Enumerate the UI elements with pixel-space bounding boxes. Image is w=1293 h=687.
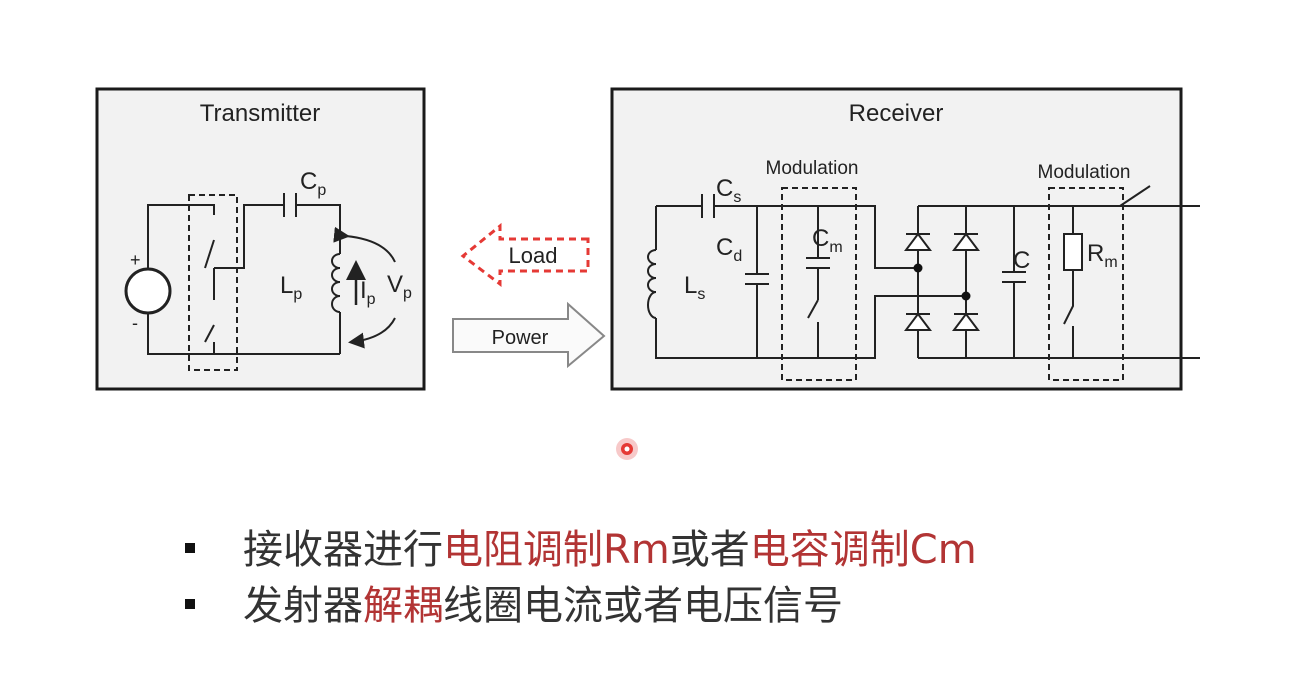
modulation-label-1: Modulation (766, 158, 859, 179)
output-switch-icon (1119, 185, 1200, 359)
cs-capacitor-icon (701, 194, 715, 218)
rm-wires (1063, 206, 1074, 358)
voltage-source-icon (124, 267, 172, 315)
transmitter-title: Transmitter (200, 100, 320, 127)
cd-label: Cd (716, 234, 742, 265)
bullet-highlight: 电容调制Cm (749, 527, 977, 573)
tx-wire-top (147, 204, 215, 269)
receiver-box (610, 87, 1183, 391)
c-label: C (1013, 247, 1030, 274)
transmitter-block: Transmitter + - Cp Lp Ip Vp (95, 87, 426, 391)
cs-label: Cs (716, 175, 741, 206)
cm-switched-capacitor-icon (806, 206, 830, 358)
lp-inductor-icon (331, 253, 341, 313)
cm-label: Cm (812, 225, 843, 256)
bullet-item: 接收器进行电阻调制Rm或者电容调制Cm (185, 522, 977, 578)
tx-wire-bottom (147, 313, 340, 355)
rm-label: Rm (1087, 240, 1118, 271)
bullet-list: 接收器进行电阻调制Rm或者电容调制Cm 发射器解耦线圈电流或者电压信号 (185, 522, 977, 634)
bullet-square-icon (185, 543, 195, 553)
bullet-text: 接收器进行 (243, 527, 443, 573)
tx-switches-icon (204, 239, 215, 354)
rm-resistor-icon (1063, 233, 1083, 271)
power-label: Power (492, 327, 549, 349)
c-capacitor-icon (1002, 206, 1026, 358)
diode-icon (952, 232, 980, 251)
pointer-center (624, 446, 630, 452)
power-arrow: Power (452, 301, 606, 369)
cm-modulation-dashed-box (781, 187, 857, 381)
rm-modulation-dashed-box (1048, 187, 1124, 381)
load-label: Load (509, 243, 558, 268)
junction-dot (961, 291, 971, 301)
bullet-square-icon (185, 599, 195, 609)
rx-wire-bottom (655, 206, 966, 359)
source-minus: - (132, 313, 138, 333)
diode-icon (952, 312, 980, 331)
tx-switch-dashed-box (188, 194, 238, 371)
vp-label: Vp (387, 271, 412, 302)
cp-capacitor-icon (283, 193, 297, 217)
bullet-highlight: 电阻调制Rm (443, 527, 670, 573)
bullet-text: 发射器 (243, 583, 363, 629)
cd-capacitor-icon (745, 206, 769, 358)
cp-label: Cp (300, 168, 326, 199)
rx-wire-top (656, 205, 918, 269)
lp-label: Lp (280, 272, 302, 303)
load-arrow: Load (460, 222, 590, 288)
load-arrow-icon (460, 222, 590, 288)
bullet-item: 发射器解耦线圈电流或者电压信号 (185, 578, 977, 634)
receiver-block: Receiver Modulation Modulation Cs Ls Cd … (610, 87, 1200, 391)
receiver-title: Receiver (849, 100, 944, 127)
ls-inductor-icon (647, 249, 657, 319)
source-plus: + (130, 250, 141, 270)
transmitter-box (95, 87, 426, 391)
vp-arrow-top-icon (333, 226, 396, 263)
diode-icon (904, 232, 932, 251)
bullet-highlight: 解耦 (363, 583, 443, 629)
junction-dot (913, 263, 923, 273)
bullet-text: 或者 (669, 527, 750, 573)
bullet-text: 线圈电流或者电压信号 (443, 583, 843, 629)
diode-icon (904, 312, 932, 331)
ls-label: Ls (684, 272, 705, 303)
modulation-label-2: Modulation (1038, 162, 1131, 183)
ip-label: Ip (360, 277, 376, 308)
power-arrow-icon (452, 301, 606, 369)
vp-arrow-bottom-icon (348, 317, 396, 349)
